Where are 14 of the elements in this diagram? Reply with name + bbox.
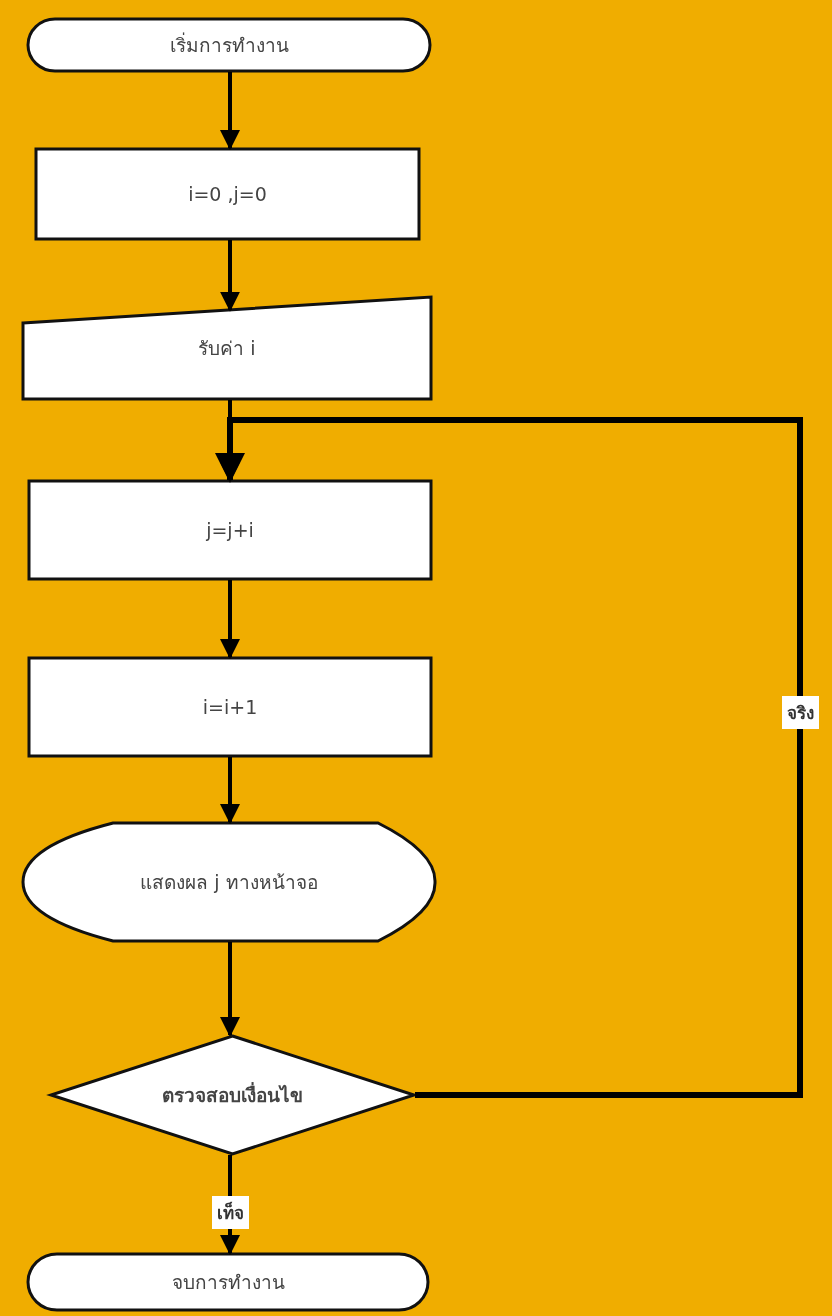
edge-label: เท็จ (211, 1195, 249, 1229)
arrow (220, 757, 240, 824)
arrow (215, 417, 803, 1098)
arrow (220, 942, 240, 1037)
process-box: i=i+1 (28, 657, 432, 757)
arrow (220, 72, 240, 150)
input-shape: รับค่า i (22, 296, 432, 400)
process-box: j=j+i (28, 480, 432, 580)
process-box: i=0 ,j=0 (35, 148, 420, 240)
arrow (220, 580, 240, 659)
display-shape: แสดงผล j ทางหน้าจอ (22, 822, 436, 942)
terminal-shape: จบการทำงาน (28, 1253, 428, 1311)
edge-label: จริง (781, 695, 819, 729)
terminal-shape: เริ่มการทำงาน (28, 18, 430, 72)
